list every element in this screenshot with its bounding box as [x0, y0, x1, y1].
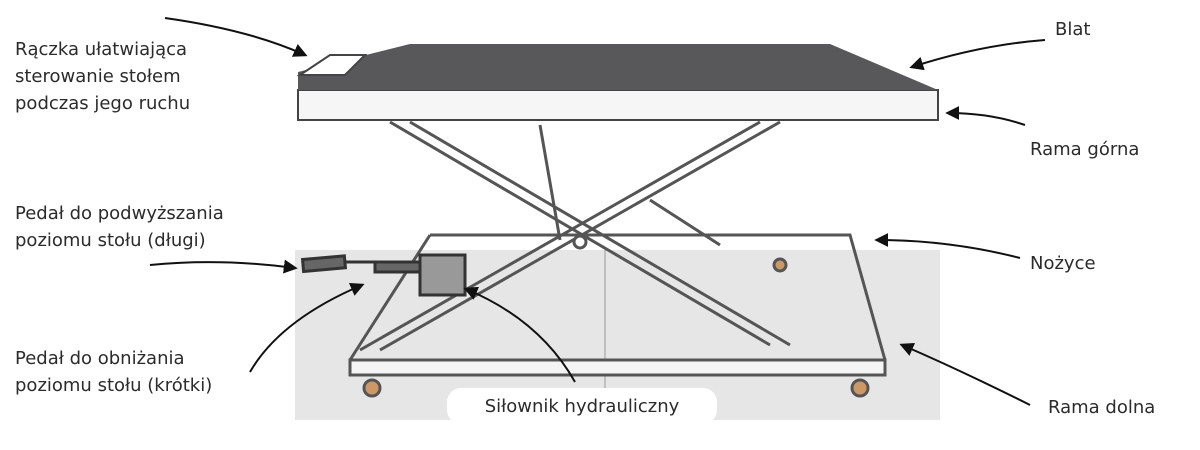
upper-frame-label: Rama górna: [1030, 139, 1140, 160]
scissors: [359, 120, 791, 352]
pedals: [300, 253, 467, 297]
cylinder-label: Siłownik hydrauliczny: [447, 388, 717, 424]
lower-frame-label: Rama dolna: [1048, 397, 1156, 418]
upper-frame: [297, 89, 939, 121]
pedal-raise-label-line: Pedał do podwyższania: [15, 203, 224, 224]
lower-frame: [348, 233, 887, 398]
handle-label: Rączka ułatwiająca sterowanie stołem pod…: [15, 36, 190, 117]
handle-label-line: podczas jego ruchu: [15, 93, 191, 114]
callout-arrows: [149, 17, 1046, 406]
handle-label-line: sterowanie stołem: [15, 66, 181, 87]
scissors-label: Nożyce: [1030, 253, 1096, 274]
table-top: [296, 44, 938, 90]
pedal-raise-label-line: poziomu stołu (długi): [15, 230, 206, 251]
top-label: Blat: [1055, 19, 1091, 40]
pedal-raise-label: Pedał do podwyższania poziomu stołu (dłu…: [15, 200, 224, 254]
pedal-lower-label: Pedał do obniżania poziomu stołu (krótki…: [15, 345, 212, 399]
pedal-lower-label-line: Pedał do obniżania: [15, 348, 185, 369]
handle-label-line: Rączka ułatwiająca: [15, 39, 188, 60]
pedal-lower-label-line: poziomu stołu (krótki): [15, 375, 213, 396]
